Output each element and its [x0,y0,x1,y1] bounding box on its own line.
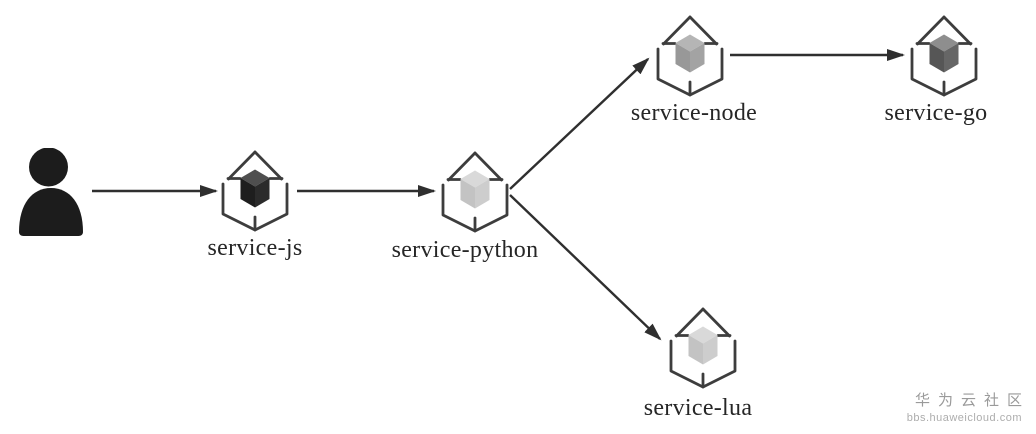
node-service-python [441,150,509,234]
person-icon [19,148,83,236]
cube-icon [669,306,737,390]
arrow-service-python-to-service-node [509,57,650,190]
node-label-service-python: service-python [391,237,539,263]
cube-icon [441,150,509,234]
cube-icon [910,14,978,98]
node-service-go [910,14,978,98]
node-service-js [221,149,289,233]
node-label-service-js: service-js [207,235,303,261]
node-service-lua [669,306,737,390]
node-label-service-go: service-go [884,100,988,126]
watermark-url: bbs.huaweicloud.com [906,412,1022,424]
arrow-service-python-to-service-lua [509,194,662,341]
node-service-node [656,14,724,98]
cube-icon [221,149,289,233]
cube-icon [656,14,724,98]
watermark-brand: 华为云社区 [914,392,1030,409]
actor-user [18,148,84,236]
watermark: 华为云社区 bbs.huaweicloud.com [907,389,1022,424]
node-label-service-lua: service-lua [643,395,753,421]
node-label-service-node: service-node [630,100,758,126]
